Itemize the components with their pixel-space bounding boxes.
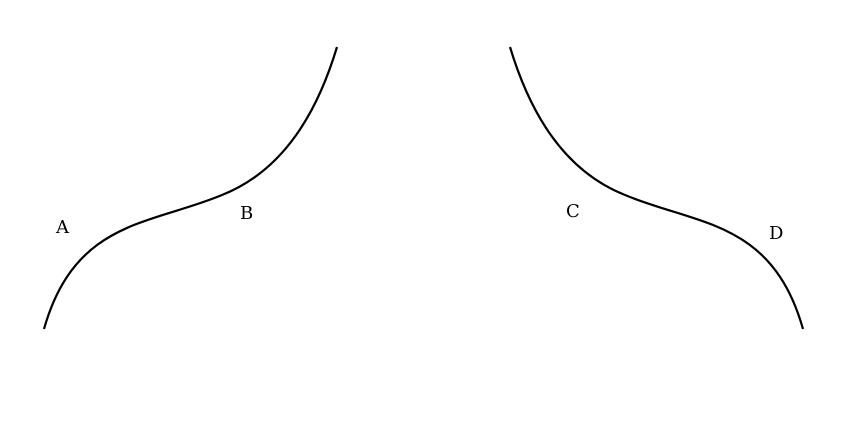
label-b: B <box>240 203 253 224</box>
label-d: D <box>769 223 783 244</box>
right-curve <box>508 46 805 330</box>
left-curve <box>42 46 339 330</box>
label-c: C <box>566 201 580 222</box>
label-a: A <box>55 217 70 238</box>
